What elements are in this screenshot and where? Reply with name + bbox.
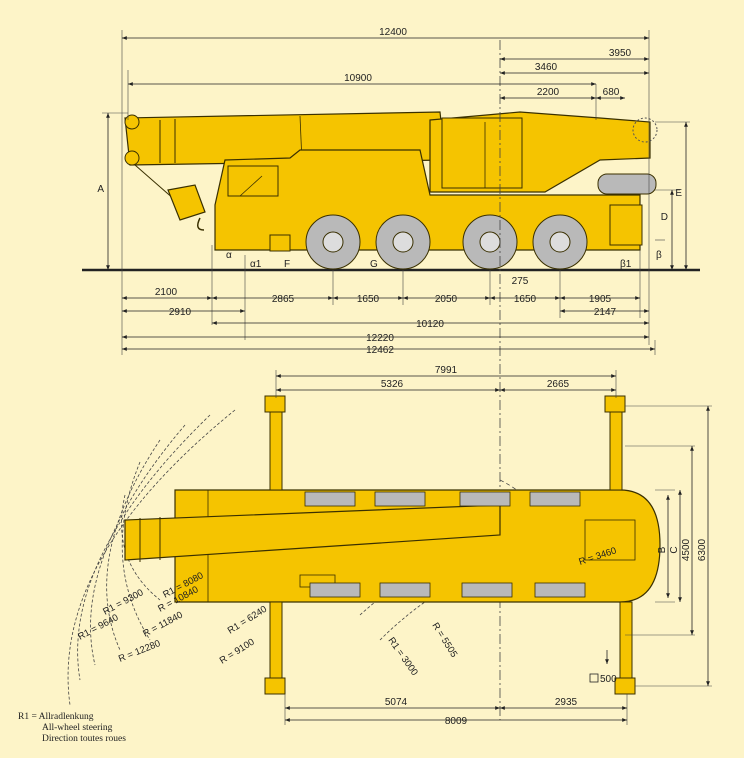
legend: R1 = Allradlenkung All-wheel steering Di… (18, 712, 126, 745)
angle-alpha-label: α (226, 250, 232, 261)
legend-symbol: R1 = Allradlenkung (18, 712, 94, 722)
radius-label: R1 = 9300 (101, 587, 145, 617)
outriggers (264, 395, 636, 695)
angle-beta1-label: β1 (620, 259, 632, 270)
radius-label: R = 11840 (141, 610, 184, 640)
vertical-label-a: A (97, 184, 104, 195)
side-view: 12400 3950 3460 10900 2200 680 2100 2865… (82, 27, 700, 720)
radius-label: R = 9100 (218, 637, 257, 667)
dim-label: 275 (512, 276, 529, 287)
wheel (532, 214, 588, 270)
angle-beta-label: β (656, 250, 662, 261)
radius-label: R = 5505 (429, 621, 459, 660)
dim-label: 2665 (547, 379, 570, 390)
dim-label: 2935 (555, 697, 578, 708)
dim-label: 1650 (357, 294, 380, 305)
radius-label: R = 12280 (117, 638, 162, 665)
dim-label: 6300 (697, 538, 708, 561)
wheel (305, 214, 361, 270)
wheel (375, 214, 431, 270)
dim-label: 12220 (366, 333, 394, 344)
dim-label: 3460 (535, 62, 558, 73)
dim-label: 2147 (594, 307, 617, 318)
vertical-label-d: D (661, 212, 668, 223)
dim-label: 1905 (589, 294, 612, 305)
top-dimension-lines (276, 374, 710, 722)
vertical-label-e: E (675, 188, 682, 199)
top-extension-lines (275, 370, 712, 725)
dim-label: 10900 (344, 73, 372, 84)
legend-french: Direction toutes roues (42, 734, 126, 744)
dim-overall-length: 12400 (379, 27, 407, 38)
hook-block (167, 184, 206, 231)
dim-label: 5074 (385, 697, 408, 708)
dim-label: 10120 (416, 319, 444, 330)
legend-english: All-wheel steering (42, 723, 113, 733)
tires-top (304, 491, 586, 598)
angle-alpha1-label: α1 (250, 259, 262, 270)
dim-label-c: C (669, 546, 680, 553)
dim-label: 680 (603, 87, 620, 98)
dim-label: 500 (600, 674, 617, 685)
pad-symbol (589, 673, 599, 683)
dim-label: 2200 (537, 87, 560, 98)
dim-label: 2050 (435, 294, 458, 305)
dim-label: 4500 (681, 538, 692, 561)
dim-label-b: B (657, 546, 668, 553)
radius-label: R1 = 3000 (386, 635, 420, 677)
wheel (462, 214, 518, 270)
wheels (305, 214, 588, 270)
dim-label: 7991 (435, 365, 458, 376)
side-dimension-labels: 12400 3950 3460 10900 2200 680 2100 2865… (97, 27, 682, 356)
dim-label: 5326 (381, 379, 404, 390)
boom-top (124, 504, 501, 562)
dim-label: 1650 (514, 294, 537, 305)
dim-label: 12462 (366, 345, 394, 356)
dim-label: 2100 (155, 287, 178, 298)
dim-label: 3950 (609, 48, 632, 59)
dim-label: 8009 (445, 716, 468, 727)
dim-label: 2865 (272, 294, 295, 305)
point-f-label: F (284, 259, 290, 270)
dim-label: 2910 (169, 307, 192, 318)
counterweight (597, 173, 657, 195)
superstructure (429, 111, 658, 195)
point-g-label: G (370, 259, 378, 270)
top-view: 7991 5326 2665 5074 8009 2935 500 B C 45… (67, 365, 712, 727)
radius-label: R1 = 6240 (226, 604, 269, 637)
radius-label: R1 = 9640 (76, 612, 120, 642)
dimension-lines (106, 36, 688, 351)
